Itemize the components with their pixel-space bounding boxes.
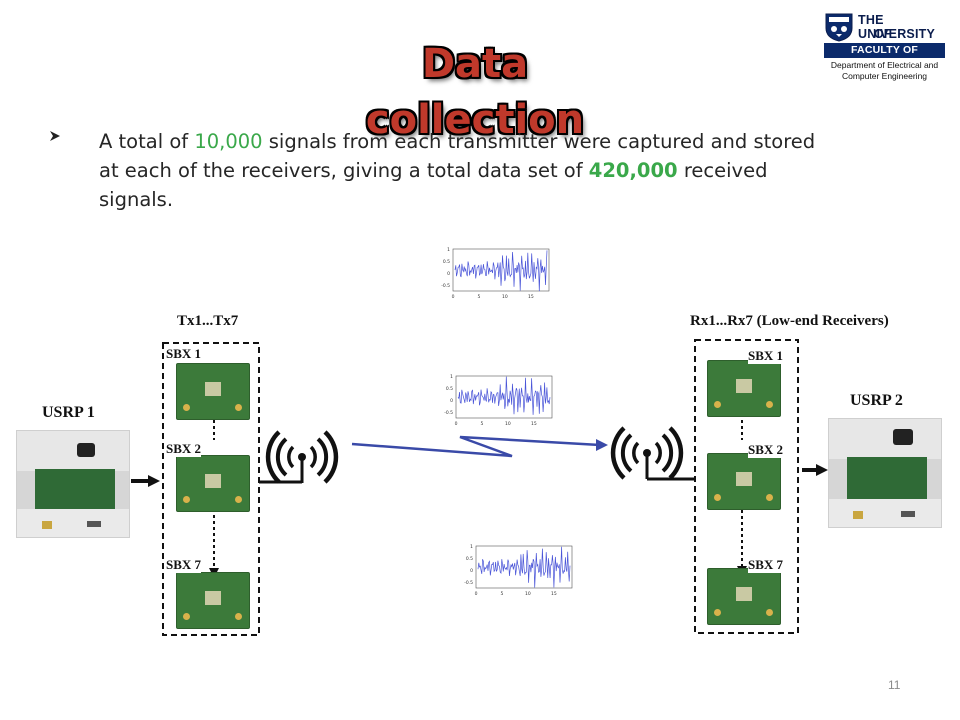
rx-sbx1-label: SBX 1 <box>748 348 784 364</box>
signal-plot-frame <box>475 545 573 589</box>
logo-department: Department of Electrical and Computer En… <box>824 60 945 82</box>
slide-title: Data collection <box>310 36 640 143</box>
signal-y-tick: -0.5 <box>441 283 450 289</box>
signal-x-tick: 15 <box>528 294 534 300</box>
signal-y-tick: 1 <box>470 544 473 550</box>
usrp1-label: USRP 1 <box>42 404 95 421</box>
signal-y-tick: 1 <box>450 374 453 380</box>
signal-x-tick: 0 <box>452 294 455 300</box>
rx-sbx7-board <box>707 568 781 625</box>
tx-antenna-icon <box>265 430 339 484</box>
signal-x-tick: 0 <box>455 421 458 427</box>
bullet-text-part3: received signals. <box>99 159 768 211</box>
signal-x-tick: 10 <box>525 591 531 597</box>
rx-sbx2-board <box>707 453 781 510</box>
signal-x-tick: 5 <box>478 294 481 300</box>
rx-group-label: Rx1...Rx7 (Low-end Receivers) <box>690 313 889 329</box>
rx-group-box <box>694 339 799 634</box>
tx-sbx2-board <box>176 455 250 512</box>
signal-waveform <box>457 376 551 415</box>
signal-x-tick: 10 <box>502 294 508 300</box>
tx-sbx2-label: SBX 2 <box>166 441 202 457</box>
signal-y-tick: -0.5 <box>464 580 473 586</box>
signal-y-tick: 0 <box>447 271 450 277</box>
signal-waveform <box>454 250 548 292</box>
rx-antenna-icon <box>610 426 684 480</box>
signal-x-tick: 5 <box>501 591 504 597</box>
crest-icon <box>825 13 853 42</box>
signal-count-highlight: 10,000 <box>194 130 263 153</box>
signal-x-tick: 15 <box>531 421 537 427</box>
logo-dept-line2: Computer Engineering <box>841 71 928 81</box>
signal-y-tick: 0.5 <box>443 259 450 265</box>
tx-sbx7-board <box>176 572 250 629</box>
signal-y-tick: 1 <box>447 247 450 253</box>
signal-plot-frame <box>455 375 553 419</box>
tx-sbx7-label: SBX 7 <box>166 557 202 573</box>
signal-waveform <box>477 546 571 588</box>
tx-sbx1-label: SBX 1 <box>166 346 202 362</box>
bullet-text: A total of 10,000 signals from each tran… <box>99 127 839 214</box>
total-signals-highlight: 420,000 <box>588 159 678 182</box>
tx-sbx1-board <box>176 363 250 420</box>
rx-sbx7-label: SBX 7 <box>748 557 784 573</box>
university-logo: THE UNIVERSITY OF AUCKLAND FACULTY OF EN… <box>820 10 950 86</box>
signal-y-tick: 0.5 <box>466 556 473 562</box>
arrow-bullet-icon <box>50 131 60 141</box>
signal-plot-frame <box>452 248 550 292</box>
bullet-text-part1: A total of <box>99 130 195 153</box>
signal-x-tick: 0 <box>475 591 478 597</box>
rx-sbx1-board <box>707 360 781 417</box>
logo-dept-line1: Department of Electrical and <box>830 60 939 70</box>
signal-x-tick: 15 <box>551 591 557 597</box>
rx-sbx2-label: SBX 2 <box>748 442 784 458</box>
page-number: 11 <box>888 678 901 692</box>
tx-group-box <box>162 342 260 636</box>
signal-x-tick: 5 <box>481 421 484 427</box>
signal-y-tick: -0.5 <box>444 410 453 416</box>
signal-y-tick: 0 <box>470 568 473 574</box>
slide-title-text: Data collection <box>365 41 585 143</box>
tx-group-label: Tx1...Tx7 <box>177 313 239 329</box>
logo-faculty: FACULTY OF ENGINEERING <box>824 43 945 71</box>
usrp1-device <box>16 430 130 538</box>
wireless-propagation-line <box>351 435 601 458</box>
logo-line1: THE UNIVERSITY <box>858 13 936 41</box>
bullet-text-part2: signals from each transmitter were captu… <box>99 130 816 182</box>
usrp2-label: USRP 2 <box>850 392 903 409</box>
signal-y-tick: 0.5 <box>446 386 453 392</box>
usrp2-device <box>828 418 942 528</box>
signal-y-tick: 0 <box>450 398 453 404</box>
signal-x-tick: 10 <box>505 421 511 427</box>
